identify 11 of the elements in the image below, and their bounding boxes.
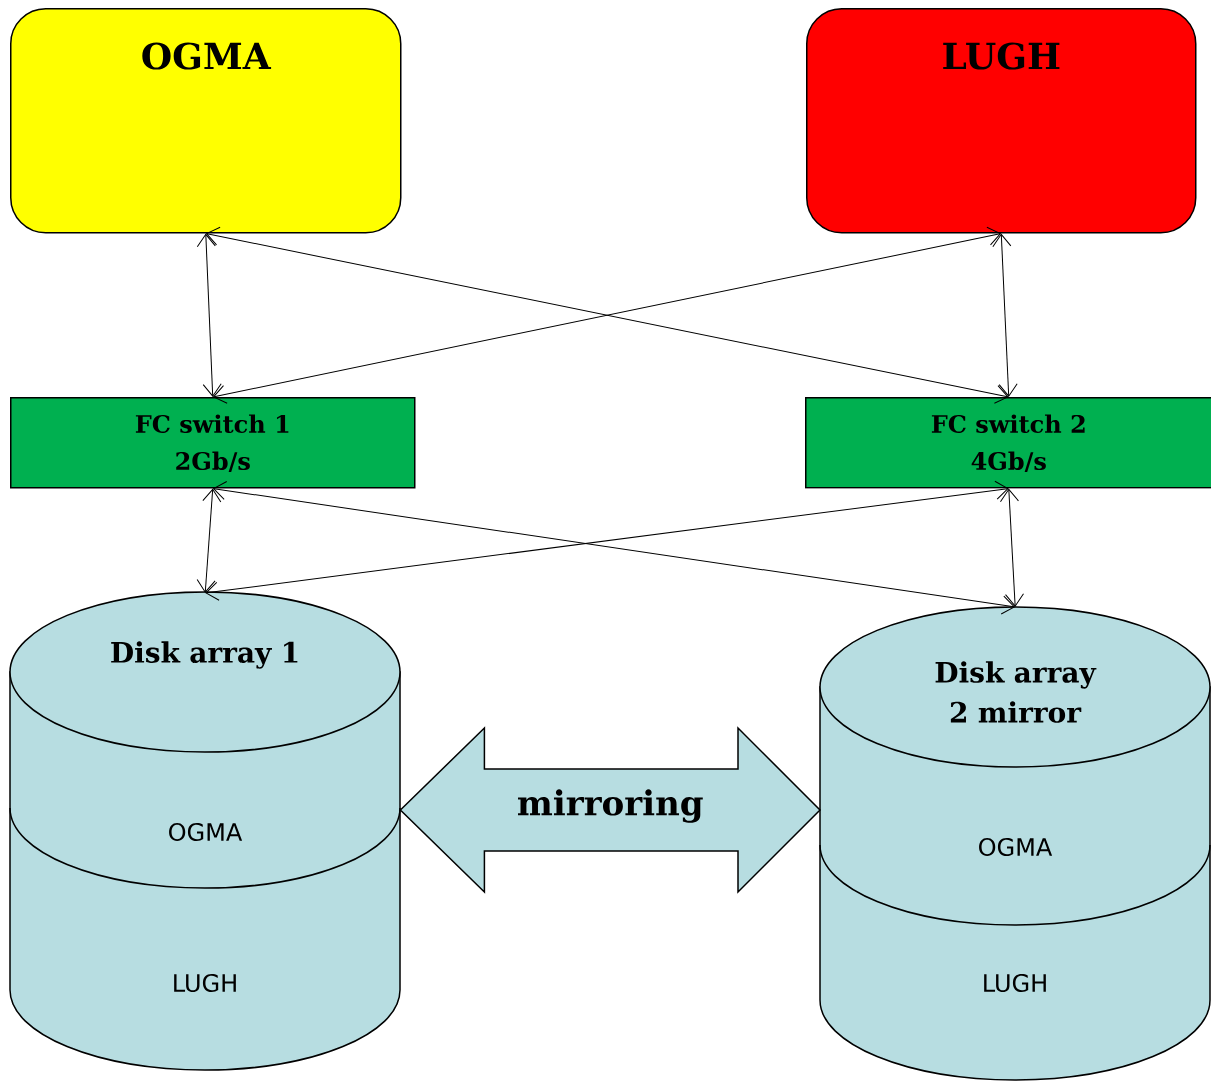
arrow	[999, 488, 1024, 607]
switch-box: FC switch 1 2Gb/s	[10, 397, 416, 489]
server-box: OGMA	[10, 8, 402, 234]
switch-box: FC switch 2 4Gb/s	[805, 397, 1211, 489]
server-box: LUGH	[806, 8, 1197, 234]
double-block-arrow	[399, 726, 822, 894]
disk-title: Disk array 1	[111, 641, 298, 669]
arrow	[196, 233, 222, 397]
arrow	[992, 233, 1018, 397]
edge-label: mirroring	[518, 789, 703, 823]
arrow	[196, 488, 222, 593]
